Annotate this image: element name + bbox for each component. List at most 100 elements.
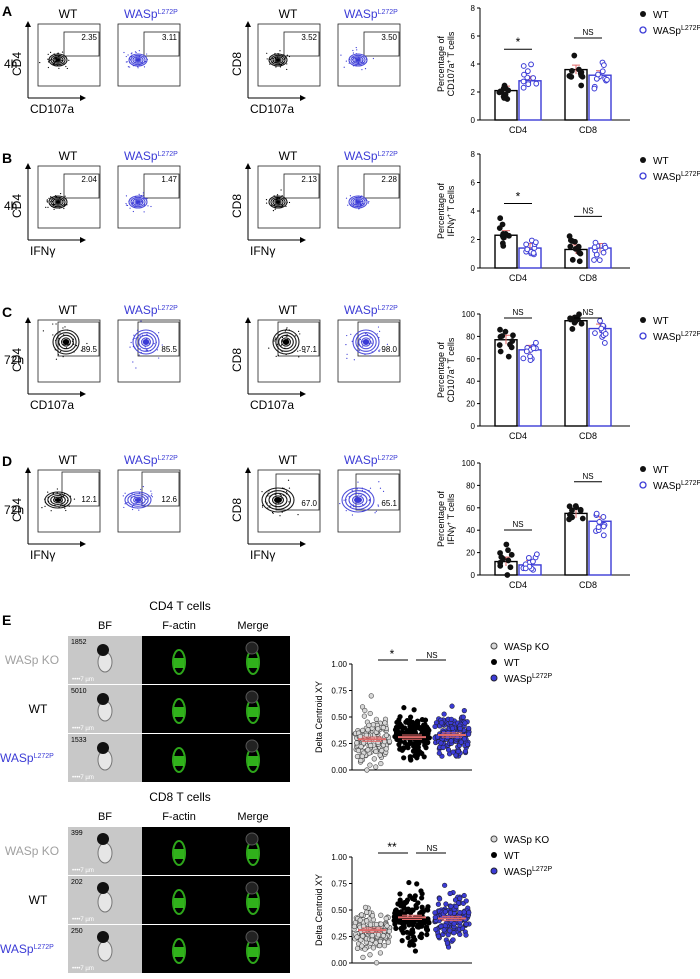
event-dot bbox=[39, 61, 41, 64]
event-dot bbox=[136, 329, 139, 331]
data-point bbox=[421, 726, 427, 733]
y-tick-label: 60 bbox=[466, 355, 475, 364]
event-dot bbox=[73, 343, 75, 345]
event-dot bbox=[281, 54, 283, 56]
y-tick-label: 4 bbox=[471, 60, 476, 69]
event-dot bbox=[285, 205, 287, 207]
event-dot bbox=[274, 207, 277, 209]
column-header-mutant: WASpL272P bbox=[124, 7, 178, 21]
event-dot bbox=[52, 204, 55, 206]
data-point bbox=[530, 345, 537, 352]
event-dot bbox=[151, 496, 153, 498]
event-dot bbox=[52, 199, 54, 201]
arrow-head bbox=[80, 95, 86, 101]
data-point bbox=[438, 720, 445, 726]
data-point bbox=[497, 215, 504, 222]
event-dot bbox=[136, 507, 139, 509]
event-dot bbox=[261, 506, 264, 508]
legend-marker-mutant bbox=[639, 481, 647, 489]
event-dot bbox=[275, 355, 277, 357]
data-point bbox=[436, 750, 442, 756]
data-point bbox=[437, 896, 443, 902]
event-dot bbox=[282, 62, 284, 65]
event-dot bbox=[285, 335, 287, 337]
event-dot bbox=[366, 199, 368, 202]
data-point bbox=[385, 939, 391, 945]
event-dot bbox=[156, 349, 158, 351]
y-tick-label: 0.75 bbox=[331, 880, 347, 889]
event-dot bbox=[142, 194, 144, 196]
flow-gate bbox=[363, 173, 400, 199]
event-dot bbox=[282, 340, 284, 342]
time-label: 4h bbox=[4, 199, 17, 213]
data-point bbox=[497, 333, 504, 340]
event-dot bbox=[143, 66, 146, 68]
event-dot bbox=[361, 200, 363, 203]
data-point bbox=[508, 551, 515, 558]
data-point bbox=[397, 891, 403, 897]
event-dot bbox=[57, 336, 59, 338]
event-dot bbox=[357, 58, 359, 61]
scale-bar: ••••7 µm bbox=[72, 775, 94, 781]
data-point bbox=[397, 714, 403, 720]
data-point bbox=[409, 938, 415, 944]
contour-line bbox=[264, 490, 292, 510]
image-id: 250 bbox=[71, 928, 83, 935]
event-dot bbox=[127, 66, 130, 68]
event-dot bbox=[53, 208, 55, 210]
event-dot bbox=[280, 64, 283, 66]
significance-label: * bbox=[516, 190, 521, 204]
data-point bbox=[383, 746, 389, 752]
event-dot bbox=[352, 202, 354, 204]
scale-bar: ••••7 µm bbox=[72, 677, 94, 683]
data-point bbox=[392, 910, 398, 916]
data-point bbox=[576, 249, 583, 256]
event-dot bbox=[125, 202, 127, 205]
flow-gate bbox=[61, 471, 100, 507]
imaging-row-label: WASp KO bbox=[5, 653, 59, 667]
population-core bbox=[54, 498, 62, 502]
data-point bbox=[523, 348, 530, 355]
imaging-column-header: F-actin bbox=[162, 811, 196, 823]
event-dot bbox=[141, 201, 143, 203]
flow-gate bbox=[63, 173, 100, 199]
flow-gate bbox=[277, 321, 320, 357]
arrow-head bbox=[80, 541, 86, 547]
event-dot bbox=[130, 59, 132, 61]
event-dot bbox=[144, 60, 147, 63]
event-dot bbox=[365, 333, 367, 335]
data-point bbox=[411, 707, 417, 713]
data-point bbox=[397, 745, 404, 752]
data-point bbox=[377, 938, 383, 945]
data-point bbox=[359, 704, 366, 710]
flow-y-label: CD8 bbox=[230, 498, 244, 522]
imaging-row-label: WASp KO bbox=[5, 844, 59, 858]
population-core bbox=[362, 339, 370, 345]
bead bbox=[245, 832, 259, 846]
event-dot bbox=[129, 66, 131, 68]
data-point bbox=[578, 82, 585, 89]
event-dot bbox=[284, 57, 287, 59]
event-dot bbox=[158, 357, 160, 359]
event-dot bbox=[139, 497, 141, 499]
event-dot bbox=[286, 492, 288, 494]
data-point bbox=[505, 557, 512, 564]
y-tick-label: 80 bbox=[466, 481, 475, 490]
bar bbox=[494, 234, 518, 269]
event-dot bbox=[291, 351, 293, 354]
event-dot bbox=[47, 491, 49, 493]
data-point bbox=[463, 921, 469, 927]
event-dot bbox=[355, 46, 357, 49]
event-dot bbox=[141, 62, 144, 64]
event-dot bbox=[286, 63, 288, 65]
event-dot bbox=[142, 502, 144, 504]
data-point bbox=[458, 739, 464, 745]
event-dot bbox=[272, 209, 275, 212]
y-axis-label: Percentage of bbox=[436, 182, 446, 239]
legend-label-mutant: WASpL272P bbox=[653, 331, 700, 343]
event-dot bbox=[53, 499, 55, 501]
y-tick-label: 0 bbox=[471, 422, 476, 431]
y-tick-label: 4 bbox=[471, 207, 476, 216]
contour-line bbox=[270, 54, 286, 66]
panel-letter-c: C bbox=[2, 304, 12, 320]
